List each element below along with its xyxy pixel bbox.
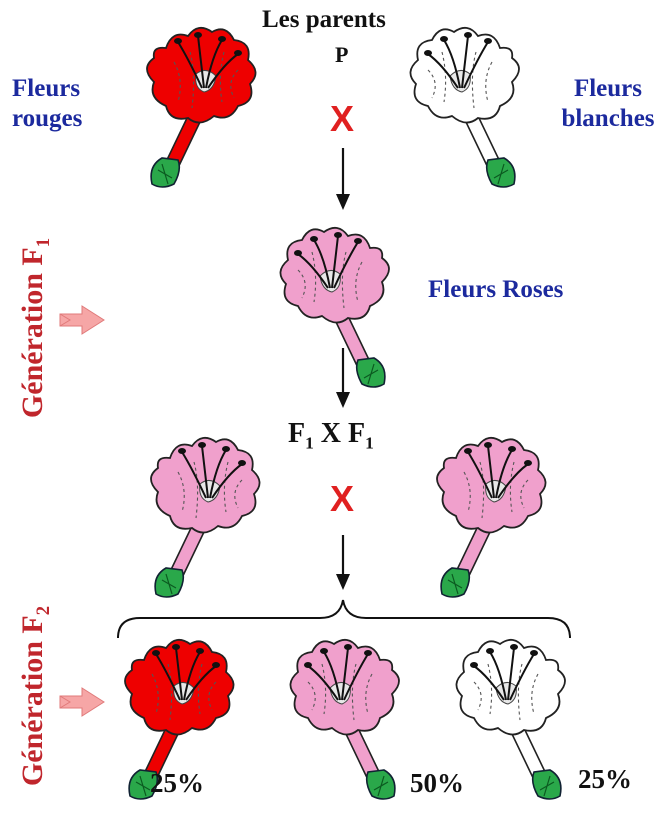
pct-red: 25% bbox=[150, 768, 204, 799]
generation-f1-label: Génération F1 bbox=[16, 188, 56, 468]
arrow-down-1 bbox=[336, 148, 350, 210]
label-white-flowers: Fleurs blanches bbox=[548, 74, 664, 134]
f1-cross-label: F1 X F1 bbox=[288, 418, 374, 454]
cross-parents: X bbox=[330, 98, 354, 140]
generation-arrow-f1 bbox=[60, 306, 104, 334]
generation-arrow-f2 bbox=[60, 688, 104, 716]
parents-title: Les parents bbox=[262, 6, 386, 34]
f1-cross-right: F bbox=[348, 418, 365, 449]
label-pink-flowers: Fleurs Roses bbox=[428, 276, 563, 304]
cross-f1: X bbox=[330, 478, 354, 520]
generation-f1-sub: 1 bbox=[33, 238, 54, 247]
f1-cross-x: X bbox=[321, 418, 341, 449]
f1-cross-right-sub: 1 bbox=[365, 434, 374, 453]
generation-f1-text: Génération F bbox=[16, 247, 49, 418]
arrow-down-2 bbox=[336, 348, 350, 408]
label-red-flowers: Fleurs rouges bbox=[12, 74, 82, 134]
generation-f2-text: Génération F bbox=[16, 615, 49, 786]
pct-pink: 50% bbox=[410, 768, 464, 799]
genetics-diagram: Les parents P X Fleurs rouges Fleurs bla… bbox=[0, 0, 664, 810]
label-red-flowers-line1: Fleurs bbox=[12, 75, 80, 102]
label-red-flowers-line2: rouges bbox=[12, 105, 82, 132]
f1-cross-left-sub: 1 bbox=[305, 434, 314, 453]
f1-cross-left: F bbox=[288, 418, 305, 449]
label-white-flowers-line1: Fleurs bbox=[574, 75, 642, 102]
brace bbox=[118, 600, 570, 638]
label-white-flowers-line2: blanches bbox=[561, 105, 654, 132]
arrow-down-3 bbox=[336, 535, 350, 590]
parents-p-label: P bbox=[335, 42, 348, 68]
generation-f2-label: Génération F2 bbox=[16, 556, 56, 836]
pct-white: 25% bbox=[578, 764, 632, 795]
generation-f2-sub: 2 bbox=[33, 606, 54, 615]
